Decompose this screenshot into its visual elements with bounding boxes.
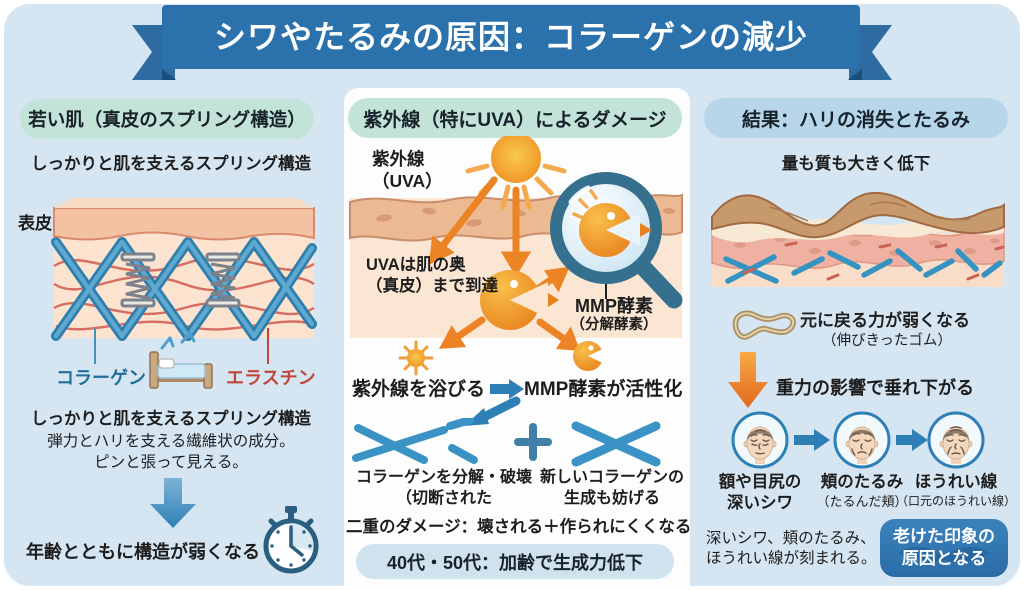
flow-uv-exposure: 紫外線を浴びる <box>352 379 486 400</box>
uv-label-line1: 紫外線 <box>372 149 425 169</box>
aging-face-icon <box>927 411 985 469</box>
bed-icon <box>149 331 213 389</box>
badge-decoration <box>898 546 990 562</box>
rubber-text-line1: 元に戻る力が弱くなる <box>800 311 970 330</box>
stopwatch-icon <box>263 506 319 574</box>
page-title: シワやたるみの原因：コラーゲンの減少 <box>213 19 808 55</box>
badge-line2: 原因となる <box>901 549 987 568</box>
orange-down-arrow-icon <box>728 352 768 408</box>
small-enzyme-icon <box>573 341 607 371</box>
face1-line2: 深いシワ <box>727 494 793 512</box>
right-arrow-icon <box>896 429 928 451</box>
prevent-line1: 新しいコラーゲンの <box>539 469 684 486</box>
left-header-pill: 若い肌（真皮のスプリング構造） <box>20 99 314 139</box>
destroy-caption: コラーゲンを分解・破壊 （切断された <box>352 467 536 509</box>
uva-reach-line2: （真皮）まで到達 <box>366 277 498 295</box>
epidermis-layer <box>53 207 315 241</box>
double-damage-text: 二重のダメージ：壊される＋作られにくくなる <box>346 518 692 536</box>
small-sun-icon <box>398 340 434 376</box>
uva-reach-line1: UVAは肌の奥 <box>366 256 466 274</box>
spring-icon <box>120 252 241 308</box>
collagen-label: コラーゲン <box>56 368 146 388</box>
uv-label-line2: （UVA） <box>372 171 443 191</box>
destroy-line1: コラーゲンを分解・破壊 <box>355 469 532 486</box>
prevent-caption: 新しいコラーゲンの 生成も妨げる <box>538 467 686 509</box>
prevent-line2: 生成も妨げる <box>563 490 660 507</box>
face-caption-3: ほうれい線 （口元のほうれい線） <box>896 472 1016 510</box>
middle-header-pill: 紫外線（特にUVA）によるダメージ <box>348 98 682 138</box>
face-caption-2: 頬のたるみ （たるんだ頬） <box>806 472 918 510</box>
broken-collagen-icon <box>352 418 478 464</box>
face3-sub: （口元のほうれい線） <box>896 494 1017 508</box>
face2-sub: （たるんだ頬） <box>816 494 908 509</box>
elastin-label: エラスチン <box>226 368 316 388</box>
mmp-label-line1: MMP酵素 <box>575 296 653 316</box>
enzyme-pacman-icon <box>480 270 559 330</box>
aging-faces-row <box>731 411 985 469</box>
down-arrow-icon <box>150 478 196 528</box>
rubber-text-line2: （伸びきったゴム） <box>822 333 952 349</box>
gravity-label: 重力の影響で垂れ下がる <box>776 378 974 398</box>
right-footer-line1: 深いシワ、頬のたるみ、 <box>706 530 876 547</box>
aged-impression-badge: 老けた印象の 原因となる <box>880 519 1008 577</box>
aging-face-icon <box>731 411 789 469</box>
face-caption-1: 額や目尻の 深いシワ <box>702 472 818 514</box>
face3-line1: ほうれい線 <box>914 473 998 491</box>
right-arrow-icon <box>490 379 524 399</box>
left-subtitle: しっかりと肌を支えるスプリング構造 <box>30 155 311 173</box>
left-desc-line1: しっかりと肌を支えるスプリング構造 <box>30 410 311 428</box>
magnifier-icon <box>550 172 683 309</box>
collagen-damage-shapes <box>352 418 661 467</box>
young-skin-diagram <box>51 198 317 364</box>
uv-arrows <box>428 176 581 351</box>
flow-mmp-activated: MMP酵素が活性化 <box>524 379 683 400</box>
left-footer: 年齢とともに構造が弱くなる <box>26 542 260 562</box>
aging-face-icon <box>833 411 891 469</box>
uv-damage-illustration <box>349 136 683 376</box>
collagen-cross-icon <box>571 421 661 467</box>
face1-line1: 額や目尻の <box>718 473 802 491</box>
right-arrow-icon <box>794 429 830 451</box>
age-note-pill: 40代・50代：加齢で生成力低下 <box>356 544 674 579</box>
wrinkled-surface <box>711 192 1005 239</box>
right-subtitle: 量も質も大きく低下 <box>781 155 931 173</box>
face2-line1: 頬のたるみ <box>820 473 904 491</box>
rubber-band-icon <box>732 310 796 340</box>
right-footer-line2: ほうれい線が刻まれる。 <box>706 550 877 567</box>
right-header-pill: 結果：ハリの消失とたるみ <box>704 98 1008 138</box>
aged-skin-diagram <box>711 192 1005 287</box>
badge-line1: 老けた印象の <box>893 527 995 546</box>
plus-sign <box>514 423 552 461</box>
left-desc-line3: ピンと張って見える。 <box>94 454 248 471</box>
epidermis-label: 表皮 <box>18 214 52 233</box>
destroy-line2: （切断された <box>395 490 492 507</box>
title-ribbon <box>132 5 892 80</box>
left-desc-line2: 弾力とハリを支える繊維状の成分。 <box>47 433 295 450</box>
mmp-label-line2: （分解酵素） <box>570 317 658 333</box>
